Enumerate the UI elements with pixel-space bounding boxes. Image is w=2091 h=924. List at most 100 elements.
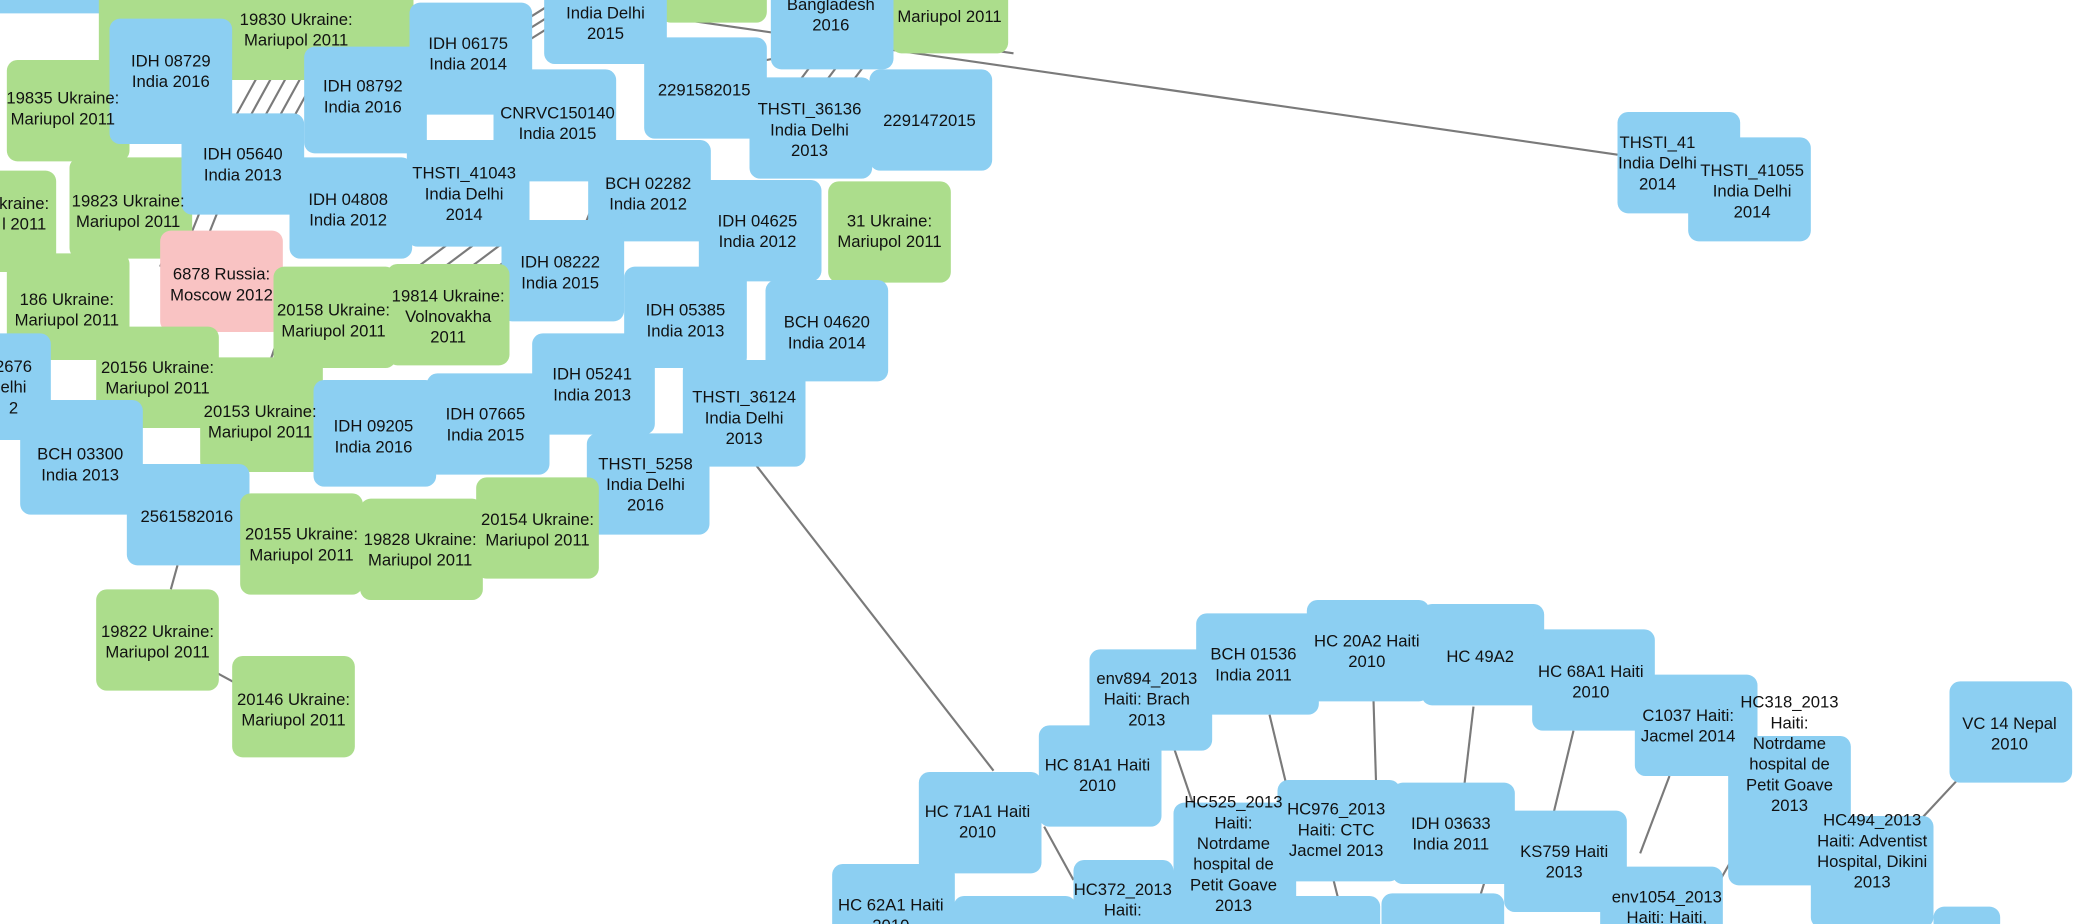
node-box[interactable] — [660, 0, 767, 23]
node-box[interactable] — [828, 181, 951, 283]
node-label-line: Haiti: CTC — [1298, 820, 1375, 839]
node-box[interactable] — [749, 77, 873, 179]
node-box[interactable] — [304, 46, 427, 154]
node-box[interactable] — [918, 772, 1042, 874]
node-label-line: India 2011 — [1215, 665, 1292, 684]
node-box[interactable] — [1196, 613, 1319, 715]
node-box[interactable] — [426, 373, 550, 475]
node-box[interactable] — [1600, 866, 1723, 924]
node-label-line: Haiti: Brach — [1104, 690, 1190, 709]
node-box[interactable] — [1381, 893, 1505, 924]
node-box[interactable] — [1306, 600, 1430, 702]
node-box[interactable] — [586, 433, 710, 535]
node-box[interactable] — [360, 498, 483, 600]
node-box[interactable] — [289, 157, 413, 259]
node-label-line: 2013 — [1215, 896, 1252, 915]
node-box[interactable] — [69, 157, 193, 259]
node-box[interactable] — [1634, 674, 1758, 776]
node-label-line: Mariupol 2011 — [11, 109, 115, 128]
node-label-line: India Delhi — [566, 3, 645, 22]
node-label-line: 20155 Ukraine: — [245, 525, 358, 544]
node-box[interactable] — [698, 180, 822, 282]
node-label: HC 68A1 Haiti 2010 — [1538, 662, 1644, 702]
node-box[interactable] — [181, 113, 305, 215]
node-box[interactable] — [126, 464, 250, 566]
node-box[interactable] — [96, 589, 219, 691]
node-box[interactable] — [1089, 649, 1213, 751]
node-box[interactable] — [770, 0, 894, 70]
node-box[interactable] — [501, 220, 625, 322]
node-box[interactable] — [406, 140, 530, 247]
node-box[interactable] — [588, 140, 711, 242]
node-box[interactable] — [682, 360, 806, 467]
edge — [1043, 826, 1075, 881]
node-box[interactable] — [890, 0, 1009, 54]
node-label-line: 2010 — [1991, 735, 2028, 754]
node-box[interactable] — [953, 896, 1077, 924]
node-box[interactable] — [1392, 782, 1515, 884]
node-box[interactable] — [624, 266, 747, 368]
node-label-line: India 2015 — [447, 425, 525, 444]
node-box[interactable] — [1688, 137, 1811, 242]
node-label-line: 2010 — [872, 916, 909, 924]
node-label-line: 2676 — [0, 357, 32, 376]
node-box[interactable] — [1277, 780, 1401, 882]
node-box[interactable] — [1949, 681, 2073, 783]
node-label-line: Mariupol 2011 — [208, 423, 312, 442]
node-label: 20158 Ukraine:Mariupol 2011 — [277, 301, 390, 341]
node-box[interactable] — [240, 493, 363, 595]
node-label: 20153 Ukraine:Mariupol 2011 — [204, 402, 317, 442]
node-label-line: India 2014 — [429, 55, 507, 74]
node-box[interactable] — [1532, 629, 1655, 731]
node-label-line: HC 68A1 Haiti — [1538, 662, 1644, 681]
node-box[interactable] — [313, 380, 437, 487]
node-box[interactable] — [1421, 604, 1545, 706]
node-box[interactable] — [644, 37, 767, 139]
node-label-line: 2010 — [1572, 683, 1609, 702]
node-label-line: 31 Ukraine: — [847, 211, 932, 230]
node-box[interactable] — [1504, 810, 1627, 912]
node-label-line: KS759 Haiti — [1520, 842, 1608, 861]
node-box[interactable] — [869, 69, 993, 171]
node-label-line: 19822 Ukraine: — [101, 622, 214, 641]
node-box[interactable] — [160, 230, 283, 332]
node-box[interactable] — [0, 170, 57, 272]
node-label-line: Moscow 2012 — [170, 285, 273, 304]
node-box[interactable] — [1173, 802, 1297, 924]
node-box[interactable] — [273, 266, 397, 368]
node-box[interactable] — [1810, 816, 1934, 924]
node-box[interactable] — [232, 656, 355, 758]
node-label-line: HC 71A1 Haiti — [925, 802, 1031, 821]
node-label-line: 19823 Ukraine: — [72, 191, 185, 210]
node-box[interactable] — [6, 60, 130, 162]
node-label-line: Mariupol 2011 — [368, 551, 472, 570]
node-box[interactable] — [0, 0, 127, 14]
node-label-line: HC976_2013 — [1287, 800, 1385, 819]
node-label-line: IDH 04808 — [308, 190, 388, 209]
node-box[interactable] — [765, 280, 889, 382]
node-label-line: Mariupol 2011 — [244, 31, 348, 50]
node-label-line: India 2013 — [41, 465, 119, 484]
node-box[interactable] — [1073, 860, 1174, 924]
node-label-line: 2010 — [1079, 776, 1116, 795]
node-box[interactable] — [832, 864, 955, 924]
node-box[interactable] — [544, 0, 667, 64]
node-box[interactable] — [1933, 906, 2001, 924]
node-box[interactable] — [386, 264, 510, 366]
node-box[interactable] — [476, 477, 599, 579]
node-box[interactable] — [109, 18, 233, 145]
node-box[interactable] — [20, 400, 143, 515]
node-box[interactable] — [200, 357, 323, 472]
node-label-line: 2013 — [726, 429, 763, 448]
node-box[interactable] — [532, 333, 655, 435]
node-label-line: IDH 07665 — [446, 405, 526, 424]
